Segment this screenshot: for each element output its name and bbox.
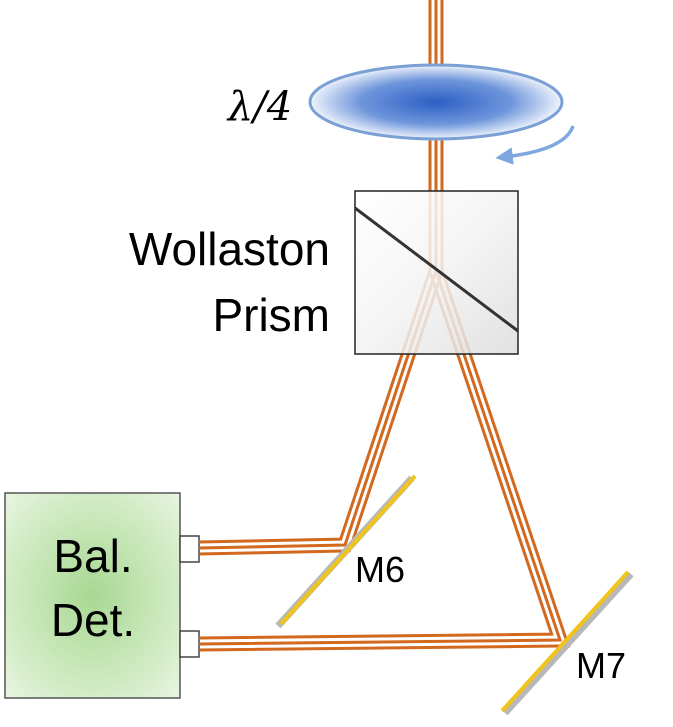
mirror-m6-label: M6	[355, 549, 405, 590]
mirror-m7-back	[502, 571, 634, 716]
prism-label-line1: Wollaston	[129, 223, 330, 275]
prism-cube	[354, 190, 519, 355]
beam-to-m6-line-2	[198, 270, 438, 550]
wave-plate-disc	[308, 63, 564, 141]
detector-label-line2: Det.	[51, 594, 135, 646]
beam-to-m6-line-3	[198, 268, 432, 544]
prism-interface	[354, 206, 519, 333]
detector-port-lower	[179, 630, 200, 658]
mirror-m7-label: M7	[576, 645, 626, 686]
mirror-m6: M6	[275, 474, 417, 629]
detector-label-line1: Bal.	[53, 530, 132, 582]
mirror-m7: M7	[500, 570, 634, 716]
mirror-m6-face	[279, 474, 417, 626]
balanced-detector: Bal. Det.	[4, 492, 200, 699]
detector-port-upper	[179, 535, 200, 563]
beam-to-m7-line-2	[198, 270, 563, 646]
prism-label-line2: Prism	[212, 289, 330, 341]
rotation-arrow-icon	[495, 125, 575, 165]
detector-body	[4, 492, 181, 699]
quarter-wave-plate: λ/4	[226, 63, 575, 165]
wave-plate-label: λ/4	[226, 84, 292, 130]
mirror-m7-face	[500, 570, 630, 713]
wollaston-prism: Wollaston Prism	[129, 190, 519, 355]
beam-to-m7-line-3	[198, 272, 554, 640]
